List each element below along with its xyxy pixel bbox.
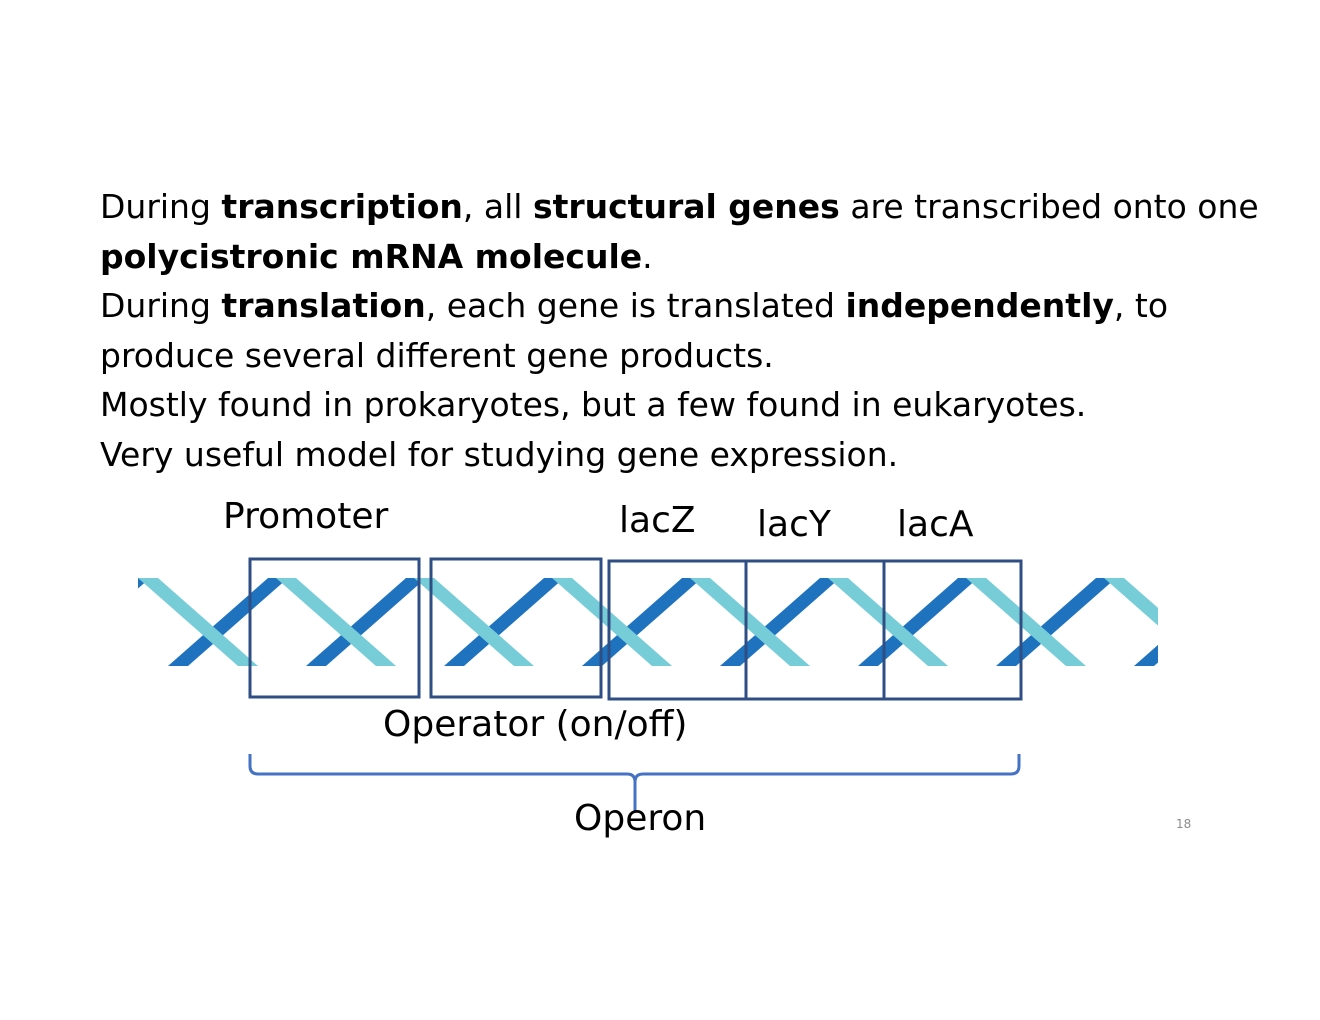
page-number: 18 [1176,817,1192,831]
dna-strand-segment [996,578,1116,666]
body-line: During translation, each gene is transla… [100,286,1169,326]
body-line: Mostly found in prokaryotes, but a few f… [100,385,1087,425]
dna-strand-segment [690,578,810,666]
laca-label: lacA [897,504,974,545]
body-line: Very useful model for studying gene expr… [100,434,899,474]
operator-box [429,557,603,699]
dna-strand-segment [966,578,1086,666]
operon-label: Operon [574,798,707,839]
promoter-box [248,557,421,699]
dna-strand-segment [276,578,396,666]
dna-strand-segment [138,578,258,666]
dna-strand-segment [168,578,288,666]
dna-strand-segment [0,578,120,666]
dna-strand-segment [306,578,426,666]
operator-label: Operator (on/off) [383,704,688,745]
dna-strand-segment [1272,578,1320,666]
body-line: polycistronic mRNA molecule. [100,236,653,276]
dna-strand-segment [1134,644,1158,666]
dna-strand-segment [828,578,948,666]
operon-bracket [248,754,1021,812]
lacy-label: lacY [757,504,831,545]
dna-strand-segment [552,578,672,666]
dna-strand-segment [582,578,702,666]
dna-strand-segment [720,578,840,666]
body-text: During transcription, all structural gen… [100,182,1280,480]
lacz-label: lacZ [619,500,696,541]
dna-strand-segment [1104,578,1158,626]
dna-strand-segment [858,578,978,666]
dna-strand-segment [1242,578,1320,666]
dna-strand-segment [444,578,564,666]
dna-strand-segment [138,578,150,589]
body-line: produce several different gene products. [100,335,774,375]
laca-box [882,559,1023,701]
promoter-label: Promoter [223,496,389,537]
dna-strand-segment [414,578,534,666]
body-line: During transcription, all structural gen… [100,187,1259,226]
